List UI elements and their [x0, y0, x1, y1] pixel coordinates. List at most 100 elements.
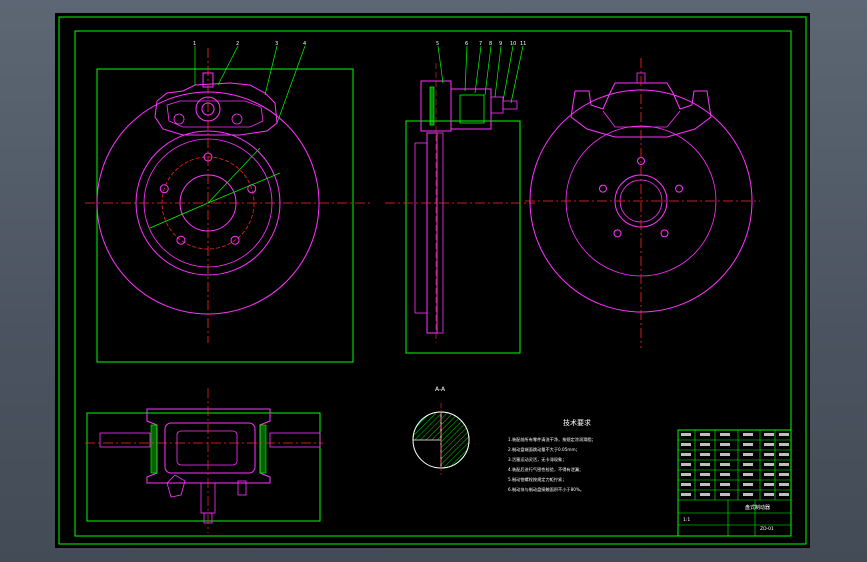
- plan-disc-left: [99, 432, 151, 448]
- leader-line: [217, 45, 239, 86]
- title-block-cell-mark: [779, 433, 789, 436]
- title-block-cell-mark: [700, 473, 710, 476]
- cad-viewport[interactable]: 1 2 3 4: [55, 13, 810, 548]
- title-block-cell-mark: [720, 483, 730, 486]
- caliper-section: [420, 80, 452, 132]
- inlet-fitting: [490, 96, 504, 114]
- rear-bolt-holes: [598, 157, 684, 238]
- title-block-grid: [678, 430, 791, 536]
- outer-frame: [58, 16, 807, 545]
- title-block-cell-mark: [700, 433, 710, 436]
- title-block-cell-mark: [764, 443, 774, 446]
- title-block-cell-mark: [681, 463, 691, 466]
- title-block-cell-mark: [764, 433, 774, 436]
- title-block-cell-mark: [779, 473, 789, 476]
- title-block-cell-mark: [720, 463, 730, 466]
- note-line: 2.制动盘端面跳动量不大于0.05mm；: [508, 446, 580, 453]
- part-label: 3: [275, 41, 278, 47]
- title-block-cell-mark: [681, 433, 691, 436]
- disc-section-web: [436, 132, 444, 334]
- brake-pad-inner: [429, 86, 435, 126]
- plan-bracket: [166, 474, 186, 498]
- front-view-box: [96, 68, 354, 363]
- title-block-cell-mark: [743, 463, 753, 466]
- title-block: 盘式制动器 1:1 ZD-01: [677, 429, 792, 537]
- note-line: 3.活塞运动灵活，无卡滞现象；: [508, 456, 566, 463]
- section-label: A-A: [435, 386, 446, 393]
- title-block-cell-mark: [681, 473, 691, 476]
- title-block-cell-mark: [700, 443, 710, 446]
- title-block-cell-mark: [743, 433, 753, 436]
- caliper-outline: [154, 82, 278, 136]
- title-block-cell-mark: [764, 453, 774, 456]
- part-label: 8: [489, 41, 492, 47]
- title-block-cell-mark: [779, 483, 789, 486]
- title-block-cell-mark: [681, 483, 691, 486]
- side-view: 5 6 7 8 9 10 11: [385, 41, 535, 354]
- plan-pad-right: [259, 424, 267, 474]
- title-block-cell-mark: [681, 453, 691, 456]
- part-label: 11: [520, 41, 526, 47]
- title-block-cell-mark: [764, 483, 774, 486]
- note-line: 5.制动钳螺栓按规定力矩拧紧；: [508, 476, 566, 483]
- plan-housing: [164, 422, 256, 474]
- leader-line: [502, 45, 514, 102]
- title-block-cell-mark: [700, 483, 710, 486]
- plan-disc-right: [269, 432, 321, 448]
- section-hatch-right: [440, 411, 470, 469]
- rear-caliper: [570, 82, 712, 138]
- title-block-cell-mark: [700, 493, 710, 496]
- title-block-cell-mark: [681, 493, 691, 496]
- title-block-cell-mark: [779, 453, 789, 456]
- title-block-cell-mark: [743, 493, 753, 496]
- part-label: 7: [479, 41, 482, 47]
- inner-frame: [74, 30, 792, 537]
- bolt-hole: [230, 235, 240, 245]
- title-block-cell-mark: [779, 493, 789, 496]
- note-line: 1.装配前所有零件清洗干净，按规定涂润滑脂；: [508, 436, 596, 443]
- title-block-cell-mark: [779, 463, 789, 466]
- title-block-cell-mark: [779, 443, 789, 446]
- part-label: 10: [510, 41, 516, 47]
- plan-housing-inner: [176, 430, 238, 466]
- side-view-box: [405, 120, 521, 354]
- title-block-cell-mark: [700, 453, 710, 456]
- title-block-cell-mark: [764, 473, 774, 476]
- rear-view: [525, 58, 760, 348]
- title-block-drawing-no: ZD-01: [760, 526, 774, 532]
- front-view: 1 2 3 4: [85, 41, 370, 363]
- title-block-name: 盘式制动器: [745, 504, 770, 511]
- notes-heading: 技术要求: [563, 418, 591, 427]
- caliper-inner: [166, 100, 264, 128]
- section-aa: A-A: [412, 386, 470, 475]
- part-label: 1: [193, 41, 196, 47]
- cad-drawing[interactable]: 1 2 3 4: [55, 13, 810, 548]
- title-block-cell-mark: [720, 493, 730, 496]
- part-label: 2: [236, 41, 239, 47]
- leader-line: [264, 45, 278, 96]
- leader-line: [474, 45, 482, 94]
- leader-line: [510, 45, 524, 104]
- rear-caliper-bridge: [602, 110, 681, 128]
- part-label: 5: [436, 41, 439, 47]
- piston: [459, 94, 485, 124]
- note-line: 4.装配后进行气密性检验，不得有泄漏；: [508, 466, 583, 473]
- part-label: 9: [499, 41, 502, 47]
- title-block-frame: [677, 429, 792, 537]
- title-block-cell-mark: [743, 443, 753, 446]
- title-block-cell-mark: [720, 453, 730, 456]
- rear-bolt-hole: [598, 184, 607, 193]
- title-block-cell-mark: [720, 433, 730, 436]
- guide-pin-right: [231, 113, 243, 125]
- title-block-cell-mark: [743, 483, 753, 486]
- plan-view: [85, 388, 323, 533]
- bolt-hole: [176, 235, 186, 245]
- title-block-cell-mark: [720, 443, 730, 446]
- leader-line: [494, 45, 502, 98]
- leader-line: [276, 45, 306, 124]
- guide-pin-left: [173, 113, 185, 125]
- title-block-scale: 1:1: [683, 517, 690, 523]
- plan-bolt: [237, 480, 247, 496]
- title-block-cell-mark: [681, 443, 691, 446]
- leader-line: [484, 45, 492, 96]
